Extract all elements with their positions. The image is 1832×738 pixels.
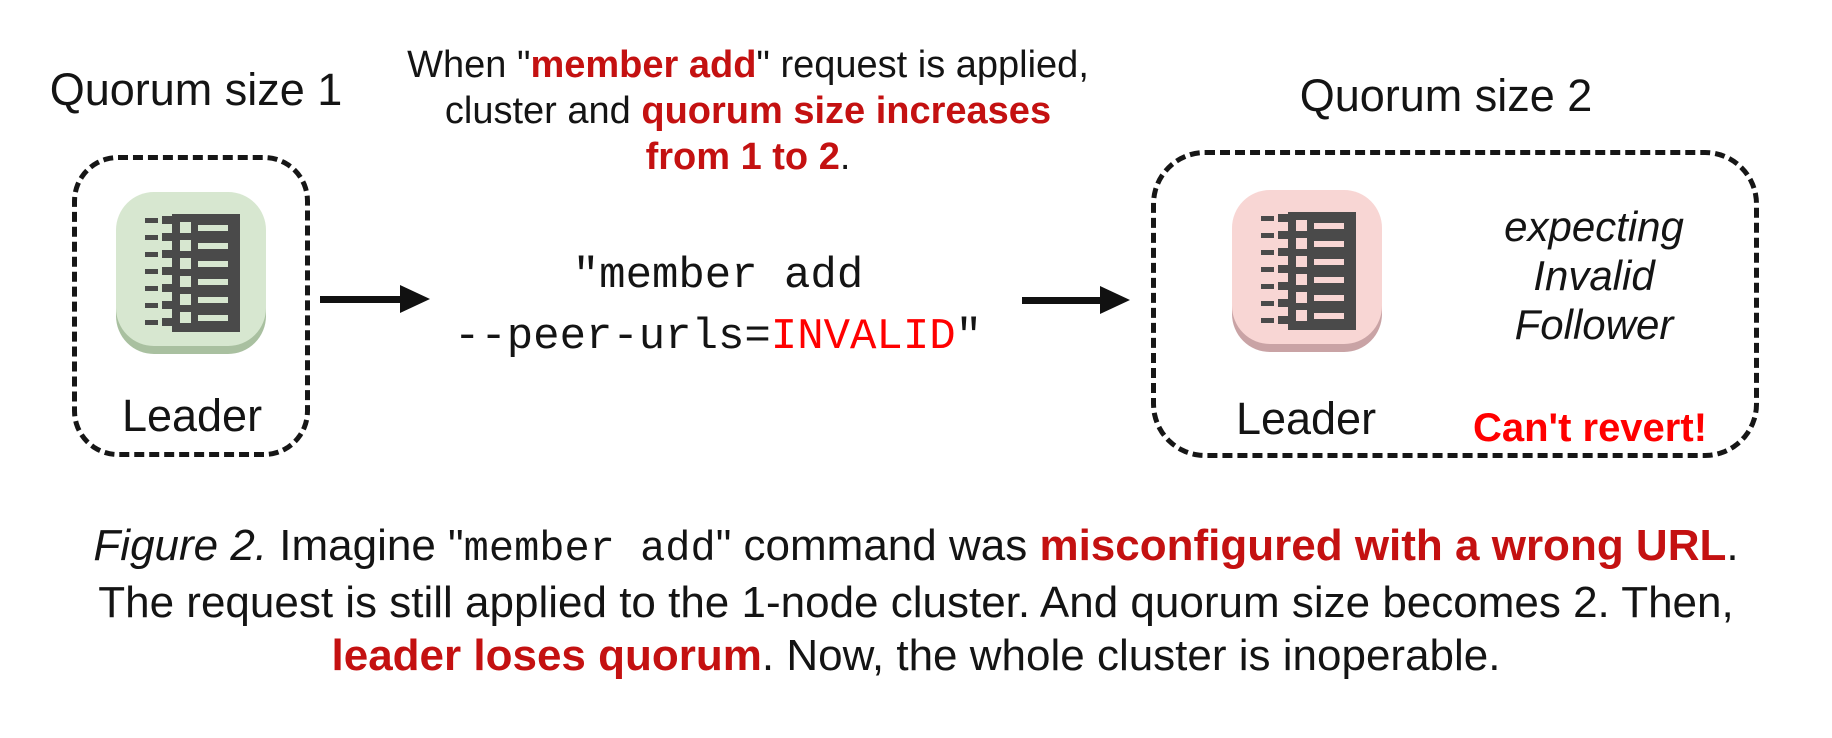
annotation-highlight-member-add: member add [530,44,757,86]
caption-text: . Now, the whole cluster is inoperable. [761,631,1501,680]
command-line-2: --peer-urls=INVALID" [454,307,982,368]
caption-misconfigured-highlight: misconfigured with a wrong URL [1039,521,1727,570]
leader-node-icon-red [1232,190,1382,352]
annotation-text: When " [407,44,531,86]
flow-arrow-2-line [1022,297,1102,304]
annotation-text: " request is applied, [756,44,1089,86]
annotation-text: cluster and [444,90,642,132]
expecting-line-2: Invalid [1533,252,1655,299]
caption-loses-quorum-highlight: leader loses quorum [331,631,762,680]
cant-revert-warning: Can't revert! [1472,406,1708,450]
caption-line-3: leader loses quorum. Now, the whole clus… [93,629,1738,682]
command-text: --peer-urls= [453,312,771,362]
left-cluster-boundary [72,155,310,457]
right-leader-label: Leader [1235,393,1377,444]
expecting-invalid-follower-note: expecting Invalid Follower [1504,202,1684,349]
caption-text: . [1726,521,1739,570]
command-text: " [955,312,983,362]
command-line-1: "member add [572,251,864,301]
command-invalid-highlight: INVALID [770,312,956,362]
annotation-line-1: When "member add" request is applied, [407,42,1089,88]
annotation-text: . [839,136,851,178]
member-add-annotation: When "member add" request is applied, cl… [407,42,1089,180]
flow-arrow-1-line [320,296,402,303]
right-cluster-title: Quorum size 2 [1299,70,1593,121]
member-add-command: "member add --peer-urls=INVALID" [454,246,982,368]
expecting-line-1: expecting [1504,203,1684,250]
left-leader-label: Leader [121,390,263,441]
annotation-line-3: from 1 to 2. [407,134,1089,180]
leader-node-icon-green [116,192,266,354]
caption-text: Imagine " [267,521,464,570]
caption-line-2: The request is still applied to the 1-no… [98,578,1734,627]
figure-caption: Figure 2. Imagine "member add" command w… [93,519,1738,682]
right-cluster-boundary [1151,150,1759,458]
caption-line-1: Figure 2. Imagine "member add" command w… [93,519,1738,576]
flow-arrow-2-head-icon [1100,286,1130,314]
annotation-highlight-from-1-to-2: from 1 to 2 [645,136,840,178]
expecting-line-3: Follower [1514,301,1674,348]
caption-text: " command was [715,521,1040,570]
figure-number: Figure 2. [93,521,268,570]
caption-member-add-code: member add [463,525,716,573]
annotation-line-2: cluster and quorum size increases [407,88,1089,134]
flow-arrow-1-head-icon [400,285,430,313]
left-cluster-title: Quorum size 1 [49,64,343,115]
annotation-highlight-quorum-increase: quorum size increases [641,90,1052,132]
